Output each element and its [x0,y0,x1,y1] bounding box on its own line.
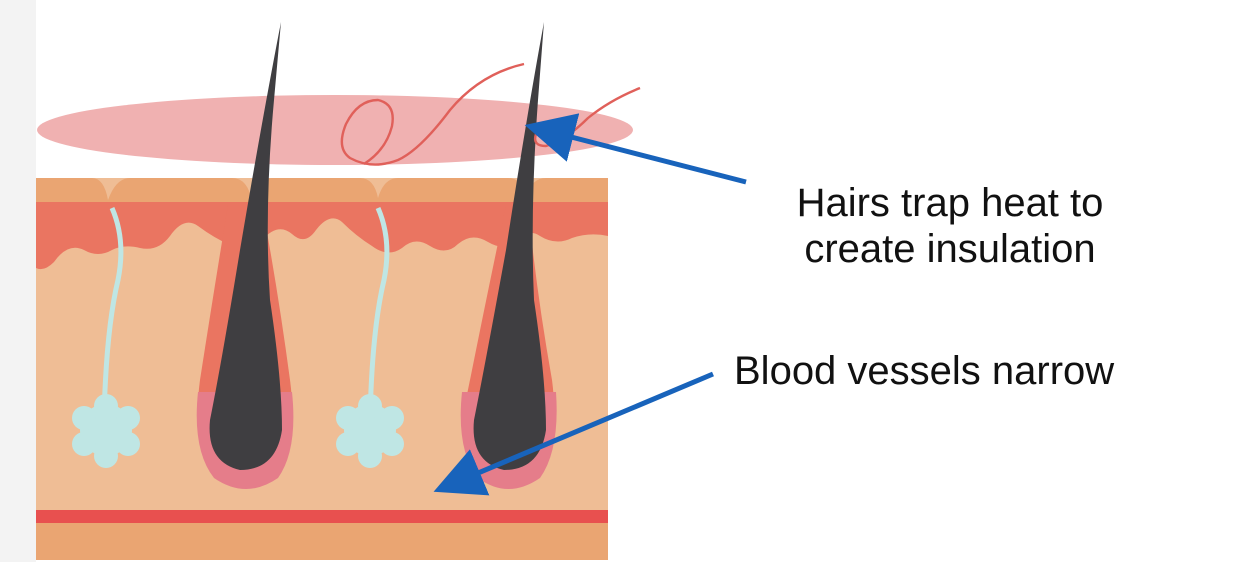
subcutaneous-layer [36,523,608,560]
blood-vessels-annotation: Blood vessels narrow [734,348,1194,394]
hairs-annotation: Hairs trap heat to create insulation [740,180,1160,272]
gland-lobe [336,432,360,456]
warm-air-layer [37,95,633,165]
blood-vessel-band [36,510,608,523]
gland-lobe [72,406,96,430]
hairs-annotation-line1: Hairs trap heat to [740,180,1160,226]
gland-lobe [336,406,360,430]
hairs-annotation-line2: create insulation [740,226,1160,272]
gland-lobe [116,406,140,430]
gland-lobe [72,432,96,456]
arrow-icon [544,130,746,182]
gland-lobe [358,444,382,468]
gland-lobe [94,394,118,418]
gland-lobe [116,432,140,456]
gland-lobe [94,444,118,468]
gland-lobe [380,432,404,456]
gland-lobe [380,406,404,430]
gland-lobe [358,394,382,418]
